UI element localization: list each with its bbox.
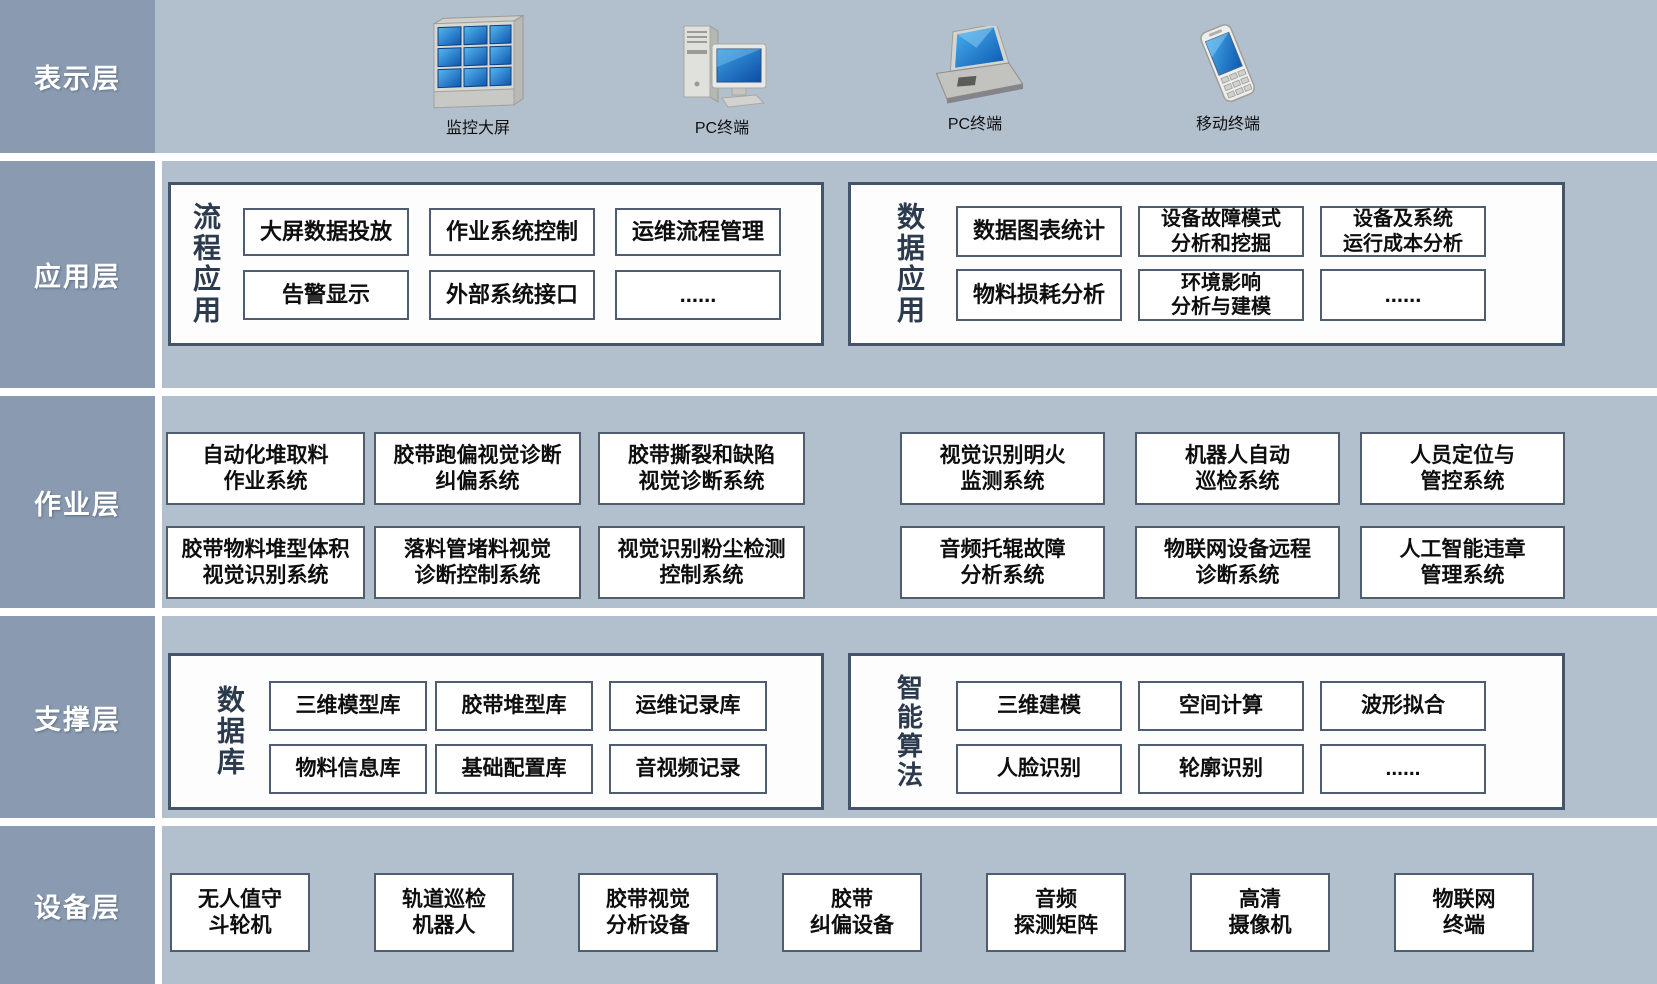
operation-system-box: 落料管堵料视觉 诊断控制系统 [374, 526, 581, 599]
database-box: 基础配置库 [435, 744, 593, 794]
app-item: ...... [615, 270, 781, 320]
process-application-panel: 流程应用 大屏数据投放 作业系统控制 运维流程管理 告警显示 外部系统接口 ..… [168, 182, 824, 346]
app-item: 外部系统接口 [429, 270, 595, 320]
device-box: 高清 摄像机 [1190, 873, 1330, 952]
app-item: 设备故障模式 分析和挖掘 [1138, 206, 1304, 257]
presentation-layer-row: 表示层 [0, 0, 1657, 153]
database-box: 音视频记录 [609, 744, 767, 794]
operation-system-box: 人员定位与 管控系统 [1360, 432, 1565, 505]
desktop-pc-icon [683, 25, 767, 108]
terminal-mobile: 移动终端 [1148, 22, 1308, 134]
algorithm-box: ...... [1320, 744, 1486, 794]
device-box: 音频 探测矩阵 [986, 873, 1126, 952]
app-item: 运维流程管理 [615, 208, 781, 256]
layer-label-text: 应用层 [34, 262, 121, 292]
terminal-label: PC终端 [694, 120, 750, 137]
algorithm-box: 波形拟合 [1320, 681, 1486, 731]
layer-label-text: 支撑层 [34, 704, 121, 735]
operation-system-box: 人工智能违章 管理系统 [1360, 526, 1565, 599]
database-title: 数据库 [214, 685, 245, 778]
algorithm-title: 智能算法 [893, 673, 924, 790]
operation-system-box: 音频托辊故障 分析系统 [900, 526, 1105, 599]
operation-system-box: 胶带跑偏视觉诊断 纠偏系统 [374, 432, 581, 505]
operation-system-box: 视觉识别明火 监测系统 [900, 432, 1105, 505]
presentation-layer-label: 表示层 [0, 0, 155, 153]
database-box: 运维记录库 [609, 681, 767, 731]
support-layer-label: 支撑层 [0, 616, 155, 818]
operation-system-box: 胶带物料堆型体积 视觉识别系统 [166, 526, 365, 599]
terminal-video-wall: 监控大屏 [398, 14, 558, 138]
operation-system-box: 机器人自动 巡检系统 [1135, 432, 1340, 505]
terminal-laptop: PC终端 [895, 26, 1055, 134]
app-item: 数据图表统计 [956, 206, 1122, 257]
algorithm-box: 轮廓识别 [1138, 744, 1304, 794]
app-item: ...... [1320, 269, 1486, 321]
application-layer-label: 应用层 [0, 161, 155, 388]
operation-system-box: 物联网设备远程 诊断系统 [1135, 526, 1340, 599]
app-item: 作业系统控制 [429, 208, 595, 256]
presentation-layer-background [155, 0, 1657, 153]
app-item: 环境影响 分析与建模 [1138, 269, 1304, 321]
algorithm-panel: 智能算法 三维建模 空间计算 波形拟合 人脸识别 轮廓识别 ...... [848, 653, 1565, 810]
database-box: 物料信息库 [269, 744, 427, 794]
algorithm-box: 人脸识别 [956, 744, 1122, 794]
database-box: 三维模型库 [269, 681, 427, 731]
app-item: 告警显示 [243, 270, 409, 320]
terminal-label: PC终端 [947, 116, 1003, 133]
app-item: 大屏数据投放 [243, 208, 409, 256]
operation-system-box: 胶带撕裂和缺陷 视觉诊断系统 [598, 432, 805, 505]
video-wall-icon [432, 14, 525, 109]
mobile-icon [1200, 24, 1255, 103]
process-application-title: 流程应用 [190, 202, 221, 326]
terminal-label: 监控大屏 [445, 120, 510, 137]
layer-label-text: 设备层 [34, 892, 121, 923]
database-box: 胶带堆型库 [435, 681, 593, 731]
operation-system-box: 自动化堆取料 作业系统 [166, 432, 365, 505]
support-layer-row: 支撑层 数据库 三维模型库 胶带堆型库 运维记录库 物料信息库 基础配置库 音视… [0, 616, 1657, 818]
algorithm-box: 空间计算 [1138, 681, 1304, 731]
device-box: 胶带 纠偏设备 [782, 873, 922, 952]
layer-label-text: 作业层 [34, 489, 121, 520]
terminal-desktop-pc: PC终端 [642, 22, 802, 138]
layer-label-text: 表示层 [34, 64, 121, 94]
database-panel: 数据库 三维模型库 胶带堆型库 运维记录库 物料信息库 基础配置库 音视频记录 [168, 653, 824, 810]
device-box: 胶带视觉 分析设备 [578, 873, 718, 952]
device-box: 物联网 终端 [1394, 873, 1534, 952]
laptop-icon [935, 26, 1024, 104]
algorithm-box: 三维建模 [956, 681, 1122, 731]
operation-layer-row: 作业层 自动化堆取料 作业系统 胶带跑偏视觉诊断 纠偏系统 胶带撕裂和缺陷 视觉… [0, 396, 1657, 608]
data-application-title: 数据应用 [894, 202, 925, 326]
operation-layer-label: 作业层 [0, 396, 155, 608]
app-item: 设备及系统 运行成本分析 [1320, 206, 1486, 257]
device-layer-label: 设备层 [0, 826, 155, 984]
application-layer-row: 应用层 流程应用 大屏数据投放 作业系统控制 运维流程管理 告警显示 外部系统接… [0, 161, 1657, 388]
data-application-panel: 数据应用 数据图表统计 设备故障模式 分析和挖掘 设备及系统 运行成本分析 物料… [848, 182, 1565, 346]
terminal-label: 移动终端 [1195, 116, 1260, 133]
device-layer-row: 设备层 无人值守 斗轮机 轨道巡检 机器人 胶带视觉 分析设备 胶带 纠偏设备 … [0, 826, 1657, 984]
operation-system-box: 视觉识别粉尘检测 控制系统 [598, 526, 805, 599]
device-box: 无人值守 斗轮机 [170, 873, 310, 952]
app-item: 物料损耗分析 [956, 269, 1122, 321]
device-box: 轨道巡检 机器人 [374, 873, 514, 952]
